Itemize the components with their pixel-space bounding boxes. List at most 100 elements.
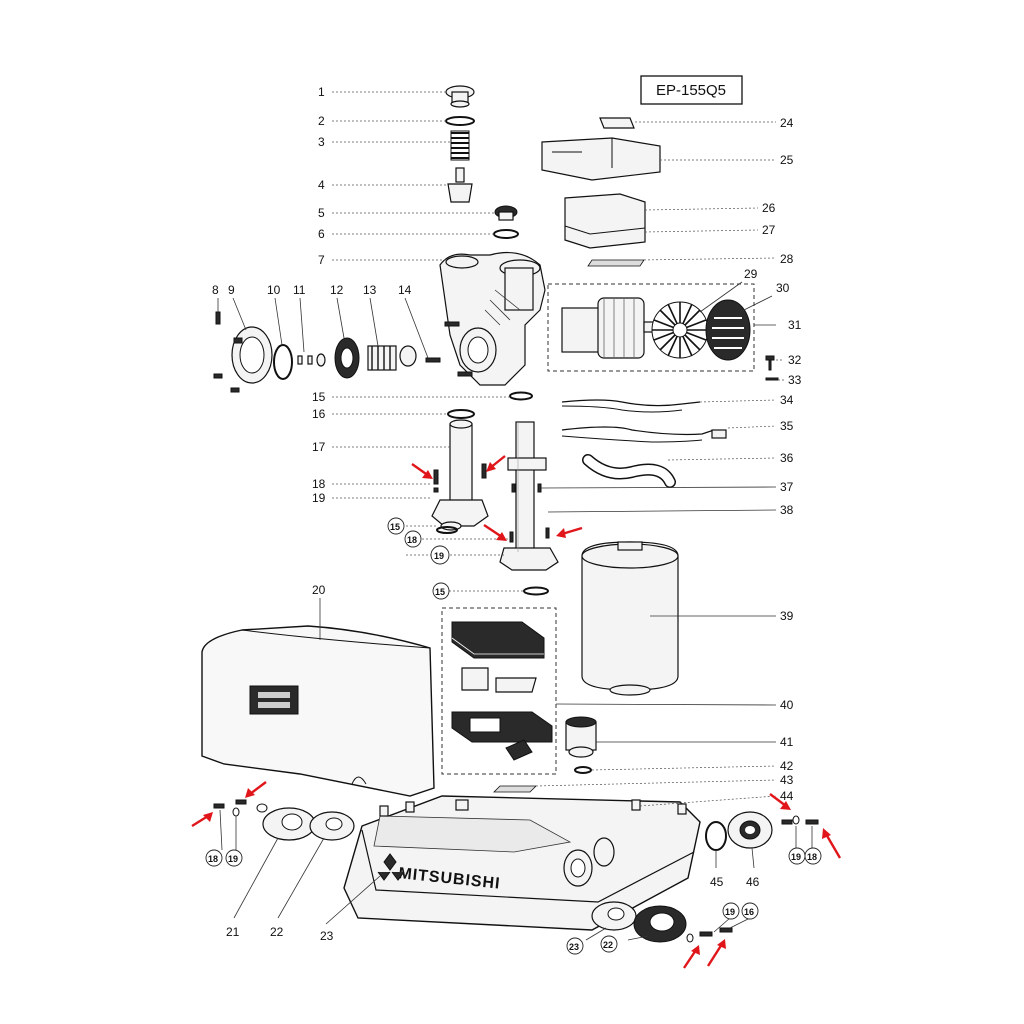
label-15-circled-b: 15 [435, 587, 445, 597]
label-19-bottom: 19 [725, 907, 735, 917]
label-35: 35 [780, 419, 794, 433]
label-12: 12 [330, 283, 344, 297]
part-17-suction-pipe [431, 419, 489, 531]
part-13-seal [367, 345, 417, 371]
label-16: 16 [312, 407, 326, 421]
part-22-flange-bottom [633, 905, 687, 943]
part-6-gasket [493, 229, 519, 239]
part-33-pin [765, 377, 779, 381]
label-5: 5 [318, 206, 325, 220]
label-8: 8 [212, 283, 219, 297]
part-labels: 1 2 3 4 5 6 7 8 9 10 11 12 13 14 15 16 1… [208, 85, 817, 952]
part-24-clip [599, 117, 635, 129]
part-25-cover-box [541, 137, 661, 181]
part-32-screw [765, 355, 775, 371]
part-10-oring [273, 344, 293, 380]
label-29: 29 [744, 267, 758, 281]
label-3: 3 [318, 135, 325, 149]
part-43-gasket [493, 785, 537, 793]
label-34: 34 [780, 393, 794, 407]
part-45-oring [705, 821, 727, 851]
part-21-flange [256, 803, 316, 841]
label-15-circled: 15 [390, 522, 400, 532]
part-23-gasket-bottom [591, 901, 637, 931]
label-11: 11 [293, 283, 306, 297]
part-15-oring-top [509, 391, 533, 401]
label-7: 7 [318, 253, 325, 267]
label-23: 23 [320, 929, 334, 943]
label-14: 14 [398, 283, 412, 297]
label-19-right: 19 [791, 852, 801, 862]
label-18-circled: 18 [407, 535, 417, 545]
model-title: EP-155Q5 [640, 75, 743, 105]
label-23-bottom: 23 [569, 942, 579, 952]
label-22-bottom: 22 [603, 940, 613, 950]
part-5-plug [494, 205, 518, 221]
label-46: 46 [746, 875, 760, 889]
part-15-oring-lower [436, 526, 549, 596]
label-22: 22 [270, 925, 284, 939]
label-18: 18 [312, 477, 326, 491]
model-label: EP-155Q5 [656, 82, 726, 99]
part-41-pressure-switch [565, 716, 597, 758]
label-16-bottom: 16 [744, 907, 754, 917]
label-20: 20 [312, 583, 326, 597]
part-23-base: MITSUBISHI [343, 795, 701, 931]
label-15: 15 [312, 390, 326, 404]
label-17: 17 [312, 440, 326, 454]
label-44: 44 [780, 789, 794, 803]
label-31: 31 [788, 318, 802, 332]
label-45: 45 [710, 875, 724, 889]
part-46-flange [727, 811, 773, 849]
label-10: 10 [267, 283, 281, 297]
part-18-19-screws-mid [433, 463, 550, 543]
red-arrows [191, 455, 842, 969]
part-18-19-screws-left [213, 799, 247, 817]
label-41: 41 [780, 735, 794, 749]
part-4-valve [447, 167, 473, 203]
part-29-fan [651, 301, 709, 359]
label-4: 4 [318, 178, 325, 192]
label-28: 28 [780, 252, 794, 266]
leader-lines [217, 91, 813, 941]
part-9-flange [231, 326, 273, 384]
label-18-left: 18 [208, 854, 218, 864]
label-38: 38 [780, 503, 794, 517]
part-34-wire [561, 399, 701, 413]
part-35-power-cord [561, 426, 727, 443]
part-22-gasket [309, 811, 355, 841]
label-24: 24 [780, 116, 794, 130]
part-11-washers [297, 353, 326, 367]
part-30-fan-cover [705, 299, 751, 361]
part-1-cap [445, 85, 475, 108]
part-26-capacitor [564, 193, 646, 249]
label-19-left: 19 [228, 854, 238, 864]
label-32: 32 [788, 353, 802, 367]
label-37: 37 [780, 480, 794, 494]
label-33: 33 [788, 373, 802, 387]
label-18-right: 18 [807, 852, 817, 862]
label-6: 6 [318, 227, 325, 241]
part-31-motor [561, 297, 661, 359]
part-12-impeller [334, 337, 360, 379]
part-3-spring [450, 130, 470, 161]
label-43: 43 [780, 773, 794, 787]
label-27: 27 [762, 223, 776, 237]
label-1: 1 [318, 85, 325, 99]
part-18-19-screws-right [781, 815, 819, 825]
part-28-pad [587, 259, 645, 267]
label-36: 36 [780, 451, 794, 465]
label-19-circled: 19 [434, 551, 444, 561]
part-40-controller [451, 621, 553, 761]
label-19: 19 [312, 491, 326, 505]
part-7-pump-casing [439, 252, 546, 386]
part-38-discharge-pipe [499, 421, 559, 571]
controller-group-box [441, 607, 557, 775]
circled-refs [205, 517, 822, 955]
label-2: 2 [318, 114, 325, 128]
label-26: 26 [762, 201, 776, 215]
label-40: 40 [780, 698, 794, 712]
label-30: 30 [776, 281, 790, 295]
label-13: 13 [363, 283, 377, 297]
